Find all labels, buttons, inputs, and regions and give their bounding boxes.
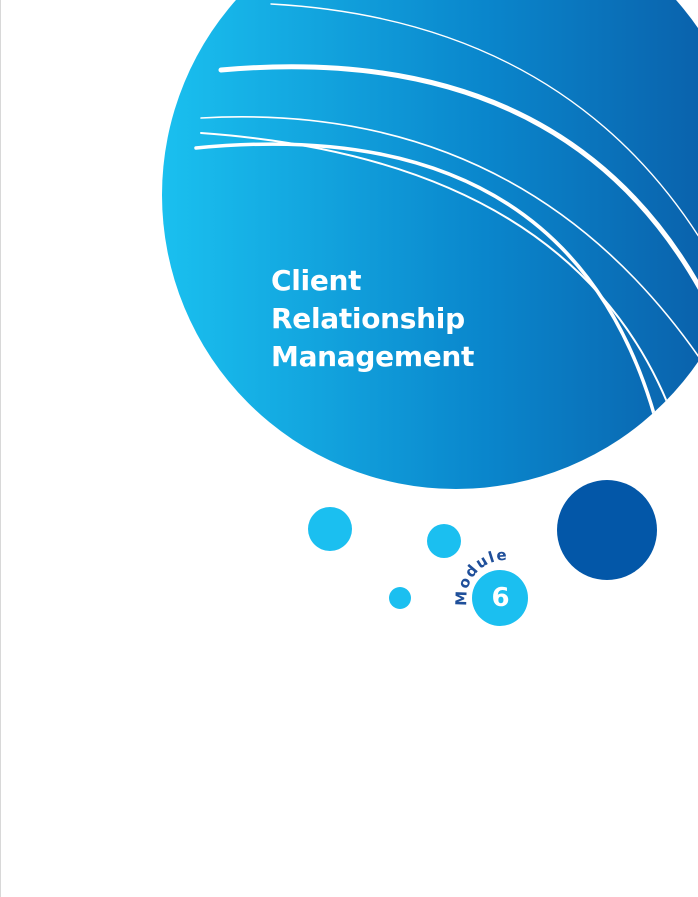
bubble-light-large [308,507,352,551]
bubble-light-medium [427,524,461,558]
module-number-bubble [472,570,528,626]
module-number: 6 [491,583,510,613]
swoosh-arc [194,142,663,442]
title-line: Client [271,264,362,297]
title-line: Relationship [271,302,465,335]
swoosh-arc [270,3,698,241]
page-title: Client Relationship Management [271,262,474,376]
swoosh-arc [218,64,698,293]
bubble-dark [557,480,657,580]
large-circle [162,0,698,489]
swoosh-lines [194,3,698,442]
bubble-light-small [389,587,411,609]
swoosh-arc [200,116,698,361]
title-line: Management [271,340,475,373]
